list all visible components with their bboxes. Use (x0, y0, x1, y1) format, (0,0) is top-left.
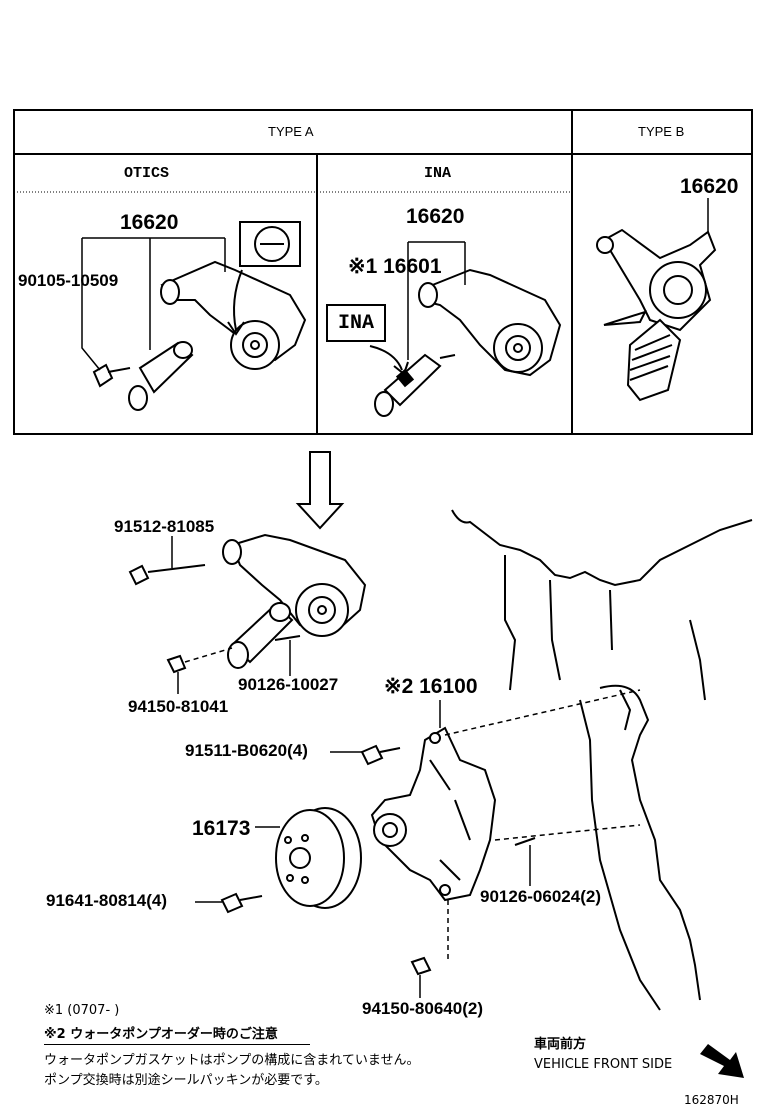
type-b-header: TYPE B (638, 124, 685, 139)
ina-badge: INA (326, 304, 386, 342)
ina-sub-label: ※1 16601 (348, 255, 442, 278)
nut-bottom-label: 94150-80640(2) (362, 999, 483, 1018)
ina-leader-lines (407, 241, 466, 360)
otics-header: OTICS (124, 165, 170, 182)
otics-tensioner-label: 16620 (120, 211, 179, 234)
ina-tensioner-label: 16620 (406, 205, 465, 228)
nut-left-label: 94150-81041 (128, 697, 229, 716)
front-side-en: VEHICLE FRONT SIDE (534, 1057, 673, 1072)
note-underline (44, 1044, 310, 1045)
type-table-frame (13, 109, 753, 435)
assembly-tensioner-drawing (128, 533, 367, 674)
stud-right-label: 90126-06024(2) (480, 887, 601, 906)
otics-bolt-label: 90105-10509 (18, 271, 119, 290)
ina-header: INA (424, 165, 452, 182)
type-a-header: TYPE A (268, 124, 314, 139)
typeb-tensioner-drawing (596, 228, 717, 402)
otics-tensioner-drawing (92, 221, 307, 411)
note-4: ポンプ交換時は別途シールパッキンが必要です。 (44, 1073, 328, 1088)
bolt-top-label: 91512-81085 (114, 517, 215, 536)
note-1: ※1 (0707- ) (44, 1003, 120, 1018)
front-direction-arrow-icon (700, 1044, 744, 1078)
stud-center-label: 90126-10027 (238, 675, 339, 694)
assembly-leader-lines (171, 536, 291, 694)
pump-bolt-label: 91511-B0620(4) (185, 741, 308, 760)
otics-leader-lines (81, 237, 226, 371)
note-2: ※2 ウォータポンプオーダー時のご注意 (44, 1027, 278, 1042)
water-pump-drawing (360, 726, 536, 902)
down-arrow-icon (295, 451, 345, 530)
pulley-drawing (220, 807, 432, 976)
pulley-leader-lines (195, 826, 280, 903)
note-3: ウォータポンプガスケットはポンプの構成に含まれていません。 (44, 1053, 420, 1068)
pulley-label: 16173 (192, 817, 251, 840)
typeb-tensioner-label: 16620 (680, 175, 739, 198)
ina-tensioner-drawing (369, 268, 562, 417)
front-side-jp: 車両前方 (534, 1037, 587, 1052)
pump-label: ※2 16100 (384, 675, 478, 698)
diagram-id: 162870H (684, 1093, 739, 1107)
engine-block-outline (451, 509, 753, 1011)
pulley-bolt-label: 91641-80814(4) (46, 891, 167, 910)
pump-leader-lines (330, 689, 641, 998)
